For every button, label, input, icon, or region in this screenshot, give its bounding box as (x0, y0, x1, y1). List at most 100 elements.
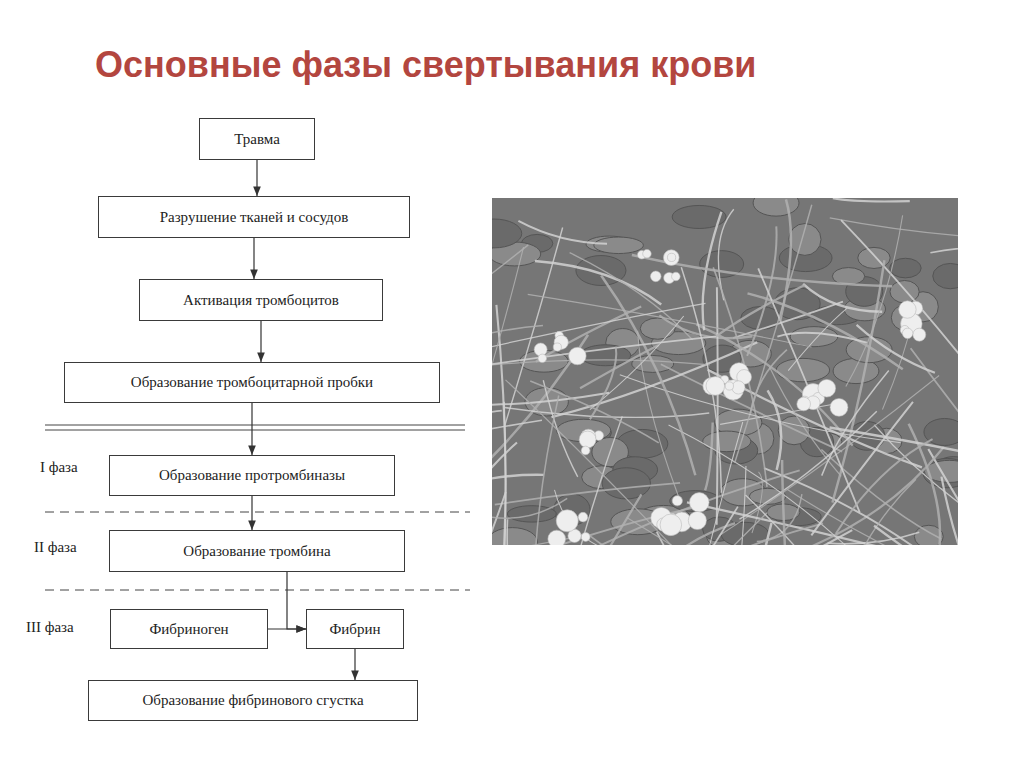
platelet (902, 328, 912, 338)
box-text: Образование тромбина (183, 543, 330, 560)
process-box: Образование тромбоцитарной пробки (64, 362, 440, 403)
phase-divider (45, 425, 465, 426)
fibrin-fiber (492, 245, 528, 328)
red-cell (602, 468, 650, 499)
fibrin-fiber (782, 460, 786, 545)
micrograph (492, 198, 958, 545)
fibrin-fiber (534, 396, 559, 545)
phase-label: III фаза (24, 619, 76, 636)
fibrin-fiber (708, 370, 922, 468)
fibrin-fiber (492, 326, 543, 383)
red-cell (778, 416, 810, 445)
platelet (569, 347, 586, 364)
platelet (797, 397, 811, 411)
platelet (650, 271, 661, 282)
platelet (913, 328, 926, 341)
platelet (548, 530, 566, 545)
fibrin-fiber (518, 221, 607, 244)
phase-label: II фаза (32, 539, 79, 556)
flow-arrow (251, 403, 252, 455)
fibrin-fiber (492, 303, 706, 357)
fibrin-fiber (757, 494, 802, 541)
flow-arrow (251, 496, 252, 530)
fibrin-fiber (930, 246, 958, 255)
fibrin-fiber (696, 324, 852, 445)
platelet (725, 382, 733, 390)
platelet (581, 446, 590, 455)
box-text: Фибрин (329, 621, 380, 638)
platelet (579, 431, 596, 448)
fibrin-fiber (748, 523, 772, 545)
fibrin-fiber (764, 468, 958, 545)
fibrin-fiber (492, 475, 544, 510)
fibrin-fiber (833, 198, 910, 201)
process-box: Фибрин (306, 609, 404, 649)
red-cell (858, 247, 890, 268)
process-box: Фибриноген (110, 609, 268, 649)
box-text: Травма (234, 131, 280, 148)
platelet (581, 533, 590, 542)
micrograph-ground (492, 198, 958, 545)
platelet (830, 398, 848, 416)
platelet (732, 381, 745, 394)
phase-divider (45, 430, 465, 431)
fibrin-fiber (492, 360, 710, 376)
platelet (689, 493, 709, 513)
fibrin-fiber (748, 293, 903, 369)
box-text: Фибриноген (149, 621, 228, 638)
platelet (688, 511, 706, 529)
fibrin-fiber (496, 305, 505, 545)
red-cell (492, 219, 522, 248)
platelet (660, 514, 682, 536)
fibrin-fiber (492, 336, 716, 370)
process-box: Образование фибринового сгустка (88, 680, 418, 721)
fibrin-fiber (841, 220, 958, 379)
fibrin-fiber (687, 502, 943, 545)
fibrin-fiber (836, 439, 933, 534)
fibrin-fiber (745, 495, 910, 545)
process-box: Образование тромбина (109, 530, 405, 572)
platelet (672, 496, 682, 506)
box-text: Активация тромбоцитов (183, 292, 339, 309)
fibrin-fiber (551, 342, 757, 417)
platelet (553, 343, 561, 351)
red-cell (580, 345, 631, 366)
fibrin-fiber (601, 276, 695, 476)
fibrin-fiber (497, 402, 506, 545)
fibrin-fiber (572, 416, 622, 545)
fibrin-fiber (705, 422, 713, 490)
flow-arrow (256, 160, 257, 196)
flow-arrow (287, 572, 306, 629)
box-text: Разрушение тканей и сосудов (160, 209, 349, 226)
flow-arrow (268, 628, 306, 629)
fibrin-fiber (874, 526, 958, 545)
platelet (899, 301, 916, 318)
red-cell (594, 237, 644, 253)
flow-arrow (260, 321, 261, 362)
fibrin-fiber (703, 422, 743, 545)
fibrin-fiber (716, 285, 804, 336)
flow-arrow (354, 649, 355, 680)
fibrin-fiber (780, 199, 791, 321)
fibrin-fiber (492, 335, 588, 477)
fibrin-fiber (747, 226, 776, 356)
fibrin-fiber (750, 350, 787, 414)
fibrin-fiber (768, 390, 782, 470)
fibrin-fiber (803, 284, 882, 312)
platelet (667, 253, 675, 261)
fibrin-fiber (777, 333, 867, 343)
fibrin-fiber (492, 393, 609, 405)
fibrin-fiber (739, 411, 876, 519)
red-cell (753, 198, 799, 216)
platelet (643, 249, 652, 258)
fibrin-fiber (590, 347, 616, 420)
phase-divider (45, 512, 470, 513)
fibrin-fiber (857, 325, 935, 373)
fibrin-fiber (536, 307, 641, 362)
fibrin-fiber (941, 477, 958, 545)
platelet (538, 354, 546, 362)
platelet (578, 512, 588, 522)
platelet (818, 379, 836, 397)
